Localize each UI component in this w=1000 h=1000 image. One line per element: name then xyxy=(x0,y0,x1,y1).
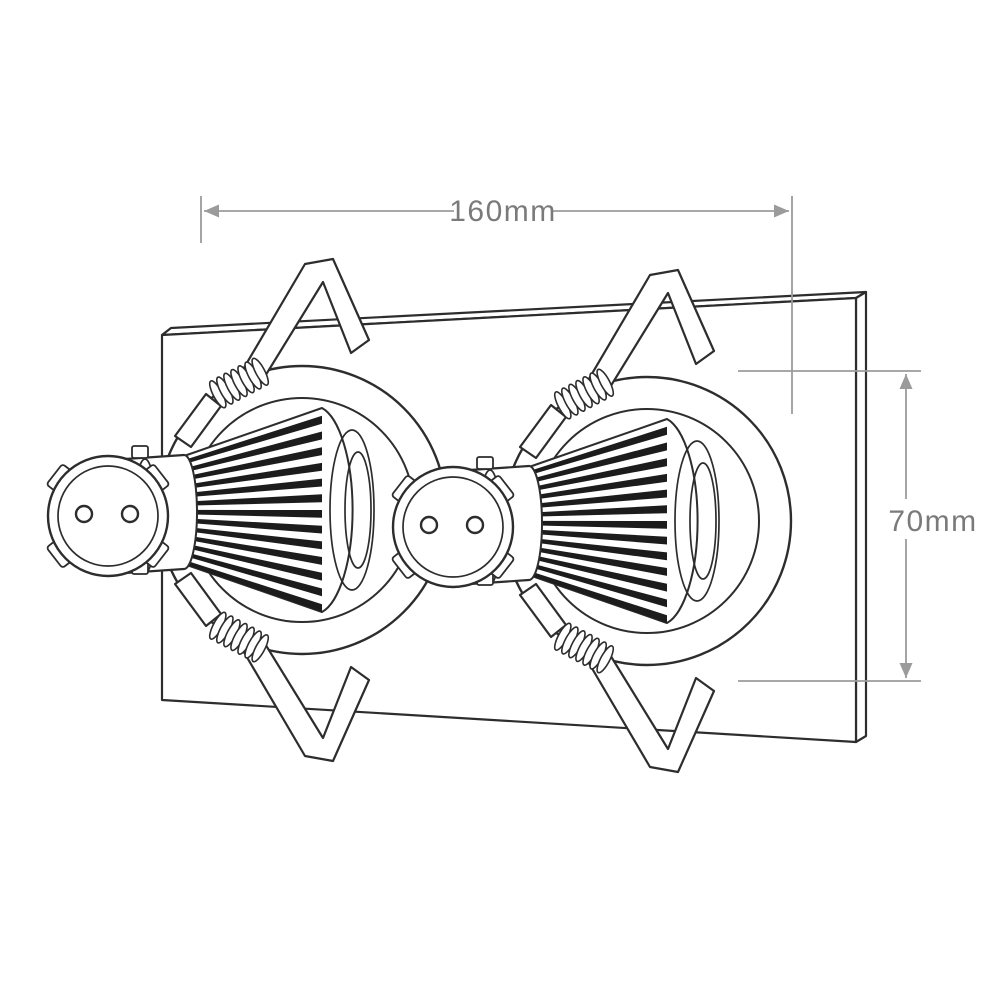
width-arrow-right xyxy=(774,204,789,218)
plate-right-bevel xyxy=(854,290,868,744)
height-dimension: 70mm xyxy=(738,370,980,682)
height-label-mask xyxy=(888,499,980,539)
width-dimension: 160mm xyxy=(200,195,793,414)
width-dimension-label: 160mm xyxy=(449,195,557,228)
height-arrow-top xyxy=(899,374,913,389)
height-arrow-bottom xyxy=(899,663,913,678)
height-dimension-label: 70mm xyxy=(888,505,977,538)
width-arrow-left xyxy=(204,204,219,218)
